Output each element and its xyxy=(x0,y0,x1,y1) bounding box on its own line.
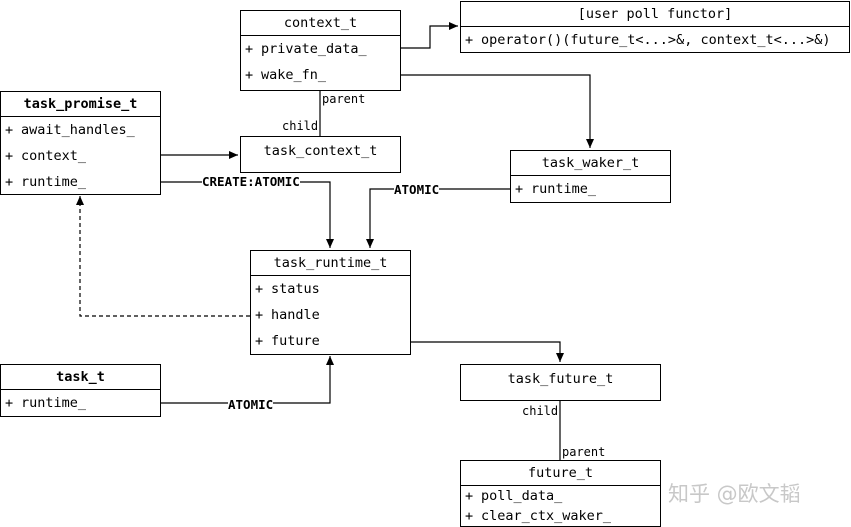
class-name: task_t xyxy=(1,365,160,390)
member-runtime: +runtime_ xyxy=(511,176,670,202)
member-clear-ctx-waker: +clear_ctx_waker_ xyxy=(465,508,612,524)
class-task-context-t: task_context_t xyxy=(240,136,401,173)
visibility-marker: + xyxy=(465,508,474,524)
visibility-marker: + xyxy=(515,181,524,197)
edge-runtime-to-promise-dashed xyxy=(76,196,250,317)
class-context-t: context_t +private_data_ +wake_fn_ xyxy=(240,10,401,91)
class-name: task_context_t xyxy=(263,143,378,159)
class-task-runtime-t: task_runtime_t +status +handle +future xyxy=(250,250,411,355)
edge-context-to-functor xyxy=(400,22,458,49)
label-parent: parent xyxy=(322,92,366,106)
member-wake-fn: +wake_fn_ xyxy=(241,62,400,88)
edge-task-to-runtime xyxy=(160,356,334,404)
class-task-future-t: task_future_t xyxy=(460,364,661,401)
class-task-t: task_t +runtime_ xyxy=(0,364,161,417)
edge-runtime-to-taskfuture xyxy=(410,341,564,362)
member-handle: +handle xyxy=(251,302,410,328)
member-operator-call: +operator()(future_t<...>&, context_t<..… xyxy=(461,27,849,53)
visibility-marker: + xyxy=(465,32,474,48)
visibility-marker: + xyxy=(5,148,14,164)
class-name: [user poll functor] xyxy=(461,2,849,27)
class-name: task_promise_t xyxy=(1,92,160,117)
visibility-marker: + xyxy=(5,122,14,138)
class-name: future_t xyxy=(461,461,660,486)
member-context: +context_ xyxy=(1,143,160,169)
member-runtime: +runtime_ xyxy=(1,169,160,195)
class-name: task_future_t xyxy=(507,371,614,387)
member-status: +status xyxy=(251,276,410,302)
class-name: task_runtime_t xyxy=(251,251,410,276)
edge-waker-to-runtime xyxy=(366,188,510,248)
label-parent: parent xyxy=(562,445,606,459)
class-name: task_waker_t xyxy=(511,151,670,176)
label-create-atomic: CREATE:ATOMIC xyxy=(202,174,300,189)
visibility-marker: + xyxy=(255,281,264,297)
edge-promise-to-runtime xyxy=(160,181,334,248)
label-atomic-waker: ATOMIC xyxy=(394,182,440,197)
label-child: child xyxy=(282,119,319,133)
class-task-waker-t: task_waker_t +runtime_ xyxy=(510,150,671,203)
class-future-t: future_t +poll_data_ +clear_ctx_waker_ xyxy=(460,460,661,527)
member-runtime: +runtime_ xyxy=(1,390,160,416)
class-name: context_t xyxy=(241,11,400,36)
watermark: 知乎 @欧文韬 xyxy=(668,482,801,506)
label-atomic-task: ATOMIC xyxy=(228,397,274,412)
class-task-promise-t: task_promise_t +await_handles_ +context_… xyxy=(0,91,161,195)
member-private-data: +private_data_ xyxy=(241,36,400,62)
visibility-marker: + xyxy=(255,333,264,349)
visibility-marker: + xyxy=(5,395,14,411)
member-future: +future xyxy=(251,328,410,354)
member-poll-data: +poll_data_ xyxy=(465,488,563,504)
class-user-poll-functor: [user poll functor] +operator()(future_t… xyxy=(460,1,850,53)
visibility-marker: + xyxy=(245,67,254,83)
label-child: child xyxy=(522,404,559,418)
visibility-marker: + xyxy=(245,41,254,57)
visibility-marker: + xyxy=(5,174,14,190)
visibility-marker: + xyxy=(255,307,264,323)
visibility-marker: + xyxy=(465,488,474,504)
edge-context-to-waker xyxy=(400,74,594,148)
member-await-handles: +await_handles_ xyxy=(1,117,160,143)
